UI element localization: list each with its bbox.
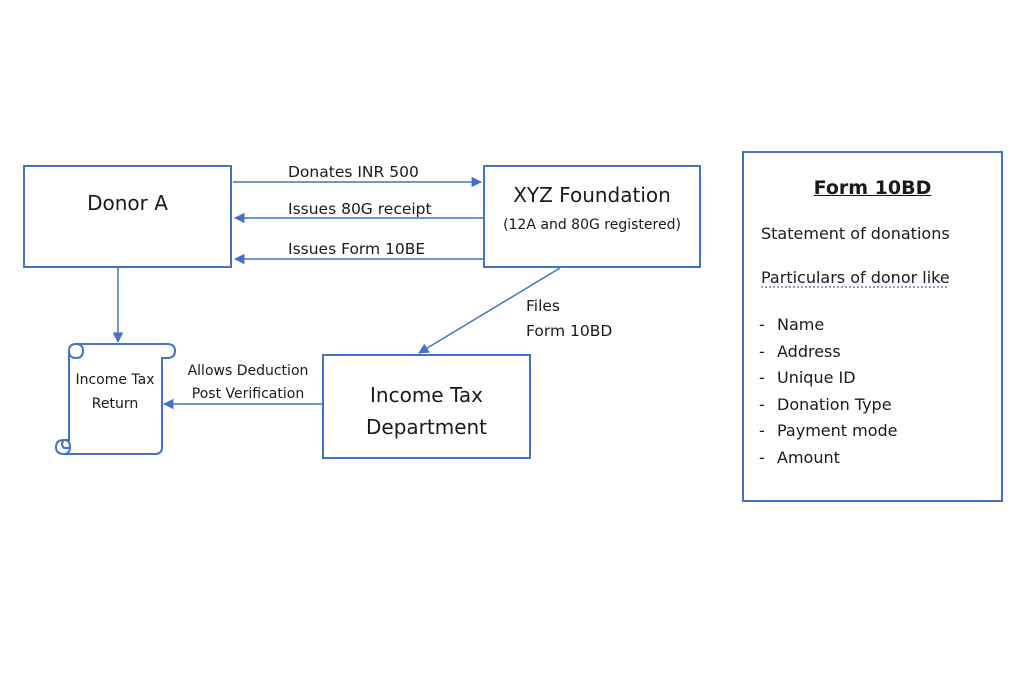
edge-label-files-line1: Files (526, 297, 561, 315)
list-item: -Amount (759, 447, 840, 467)
edge-label-donates: Donates INR 500 (288, 163, 419, 181)
income-tax-department-label: Income Tax Department (365, 383, 488, 439)
donor-label: Donor A (87, 191, 168, 215)
scroll-icon (54, 343, 177, 455)
edge-label-issues-80g: Issues 80G receipt (288, 200, 432, 218)
income-tax-department-node: Income Tax Department (322, 354, 531, 459)
foundation-label: XYZ Foundation (513, 183, 671, 207)
form-10bd-items: -Name -Address -Unique ID -Donation Type… (759, 312, 898, 471)
foundation-node: XYZ Foundation (12A and 80G registered) (483, 165, 701, 268)
list-item: -Payment mode (759, 421, 898, 440)
itr-label: Income Tax Return (75, 372, 155, 412)
form-10bd-statement: Statement of donations (761, 224, 950, 243)
edge-label-files-line2: Form 10BD (526, 322, 613, 340)
form-10bd-heading: Form 10BD (813, 177, 932, 199)
list-item: -Donation Type (759, 394, 892, 414)
foundation-sublabel: (12A and 80G registered) (503, 217, 681, 233)
edge-label-allows-line2: Post Verification (191, 386, 305, 402)
form-10bd-panel: Form 10BD Statement of donations Particu… (742, 151, 1003, 502)
form-10bd-particulars: Particulars of donor like (761, 268, 950, 287)
arrow-files-10bd (418, 267, 561, 354)
form-10bd-particulars-text: Particulars of donor like (761, 268, 950, 287)
list-item: -Address (759, 341, 841, 361)
donor-node: Donor A (23, 165, 232, 268)
edge-label-issues-10be: Issues Form 10BE (288, 240, 426, 258)
list-item: -Unique ID (759, 368, 856, 387)
edge-label-allows-line1: Allows Deduction (187, 363, 309, 379)
list-item: -Name (759, 315, 825, 334)
